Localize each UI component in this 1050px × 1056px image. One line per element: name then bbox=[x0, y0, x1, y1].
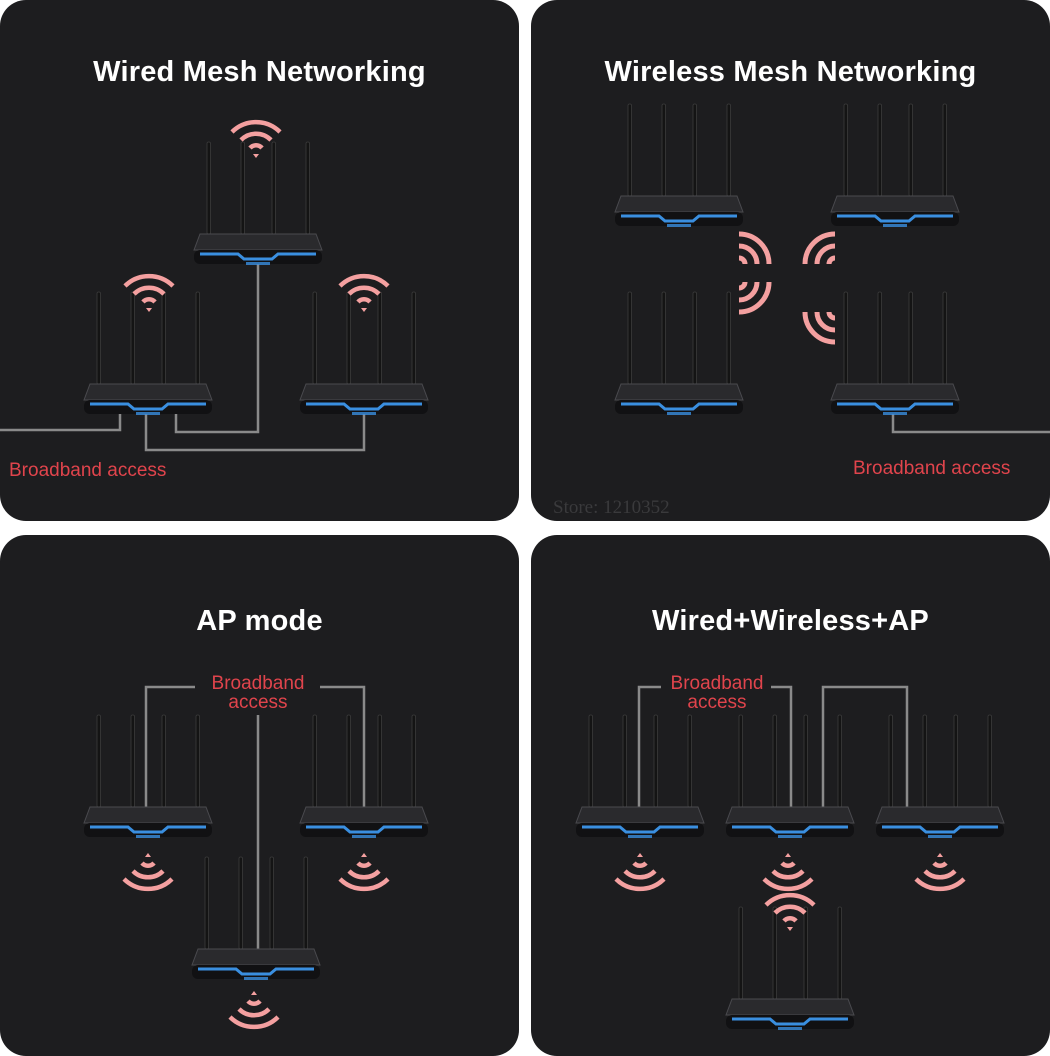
wifi-signal-icon bbox=[124, 853, 172, 889]
wifi-signal-icon bbox=[230, 991, 278, 1027]
router-icon bbox=[82, 713, 214, 840]
router-icon bbox=[829, 290, 961, 417]
panel-title: Wired+Wireless+AP bbox=[652, 605, 929, 637]
wifi-signal-icon bbox=[739, 282, 769, 312]
panel-title: AP mode bbox=[196, 605, 323, 637]
wifi-signal-icon bbox=[916, 853, 964, 889]
router-icon bbox=[190, 855, 322, 982]
broadband-label-line1: Broadband bbox=[670, 673, 764, 694]
wifi-signal-icon bbox=[805, 234, 835, 264]
router-icon bbox=[874, 713, 1006, 840]
broadband-access-label: Broadband access bbox=[657, 674, 777, 712]
broadband-label-line1: Broadband bbox=[211, 673, 305, 694]
router-icon bbox=[829, 102, 961, 229]
wifi-signal-icon bbox=[616, 853, 664, 889]
panel-ap-mode: AP mode Broadband access bbox=[0, 535, 519, 1056]
broadband-label-line2: access bbox=[228, 692, 288, 713]
panel-title: Wireless Mesh Networking bbox=[604, 56, 977, 88]
wireless-mesh-diagram bbox=[613, 102, 1050, 434]
wifi-signal-icon bbox=[805, 312, 835, 342]
wifi-signal-icon bbox=[340, 853, 388, 889]
router-icon bbox=[613, 290, 745, 417]
router-icon bbox=[192, 140, 324, 267]
watermark: Store: 1210352 bbox=[553, 497, 670, 518]
ap-mode-diagram bbox=[82, 685, 430, 1056]
panel-wired-wireless-ap: Wired+Wireless+AP Broadband access bbox=[531, 535, 1050, 1056]
panel-wired-mesh: Wired Mesh Networking Broadband access bbox=[0, 0, 519, 521]
wired-mesh-diagram bbox=[0, 0, 430, 452]
router-icon bbox=[613, 102, 745, 229]
panel-title: Wired Mesh Networking bbox=[93, 56, 426, 88]
broadband-label-line2: access bbox=[687, 692, 747, 713]
broadband-access-label: Broadband access bbox=[9, 460, 167, 481]
wired-wireless-ap-diagram bbox=[574, 685, 1006, 1032]
broadband-access-label: Broadband access bbox=[198, 674, 318, 712]
wifi-signal-icon bbox=[764, 853, 812, 889]
wifi-signal-icon bbox=[739, 234, 769, 264]
broadband-access-label: Broadband access bbox=[853, 458, 1011, 479]
panel-wireless-mesh: Wireless Mesh Networking Broadband acces… bbox=[531, 0, 1050, 521]
router-icon bbox=[724, 905, 856, 1032]
